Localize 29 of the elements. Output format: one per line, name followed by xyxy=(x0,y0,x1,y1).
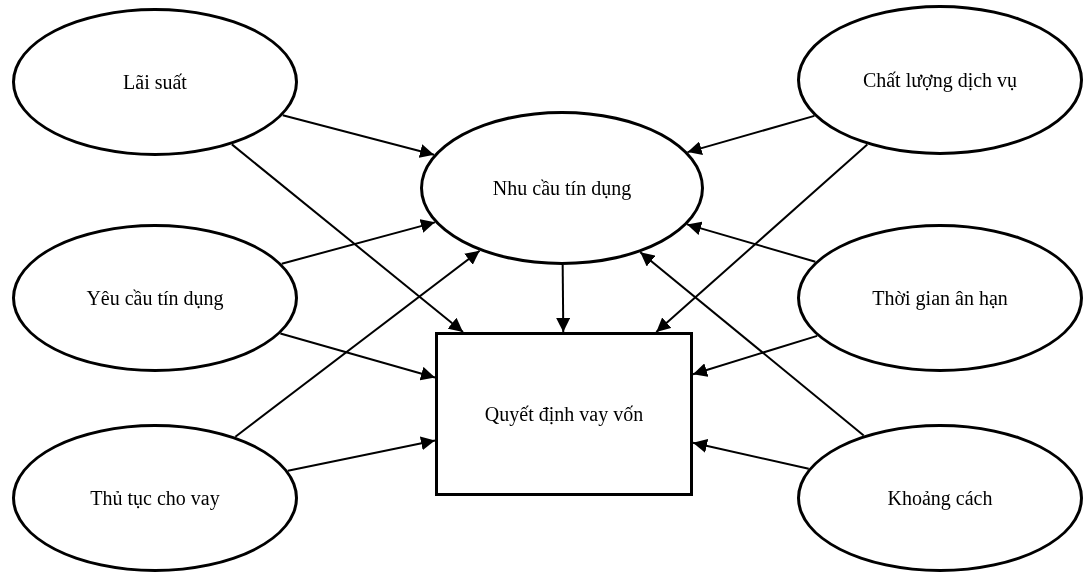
arrow xyxy=(281,114,435,158)
arrow xyxy=(639,251,865,437)
node-label: Yêu cầu tín dụng xyxy=(85,286,225,310)
outcome-box xyxy=(435,332,693,496)
factor-ellipse xyxy=(12,424,298,572)
node-label: Lãi suất xyxy=(122,70,188,94)
arrow xyxy=(686,221,817,263)
node-label: Thời gian ân hạn xyxy=(871,286,1009,310)
factor-ellipse xyxy=(797,424,1083,572)
arrow xyxy=(280,219,436,265)
arrow xyxy=(692,334,819,377)
arrow xyxy=(286,436,436,472)
arrow xyxy=(655,143,869,333)
node-label: Chất lượng dịch vụ xyxy=(861,68,1019,92)
arrow xyxy=(556,264,571,333)
factor-ellipse xyxy=(12,8,298,156)
factor-ellipse xyxy=(797,5,1083,155)
factor-ellipse xyxy=(420,111,704,265)
arrow xyxy=(279,332,436,381)
factor-ellipse xyxy=(797,224,1083,372)
arrow xyxy=(234,249,481,438)
factor-ellipse xyxy=(12,224,298,372)
arrow xyxy=(230,143,464,333)
node-label: Nhu cầu tín dụng xyxy=(491,176,633,200)
node-label: Khoảng cách xyxy=(886,486,994,510)
arrow xyxy=(692,439,810,470)
node-label: Quyết định vay vốn xyxy=(483,402,645,426)
node-label: Thủ tục cho vay xyxy=(89,486,221,510)
arrow xyxy=(686,114,816,155)
